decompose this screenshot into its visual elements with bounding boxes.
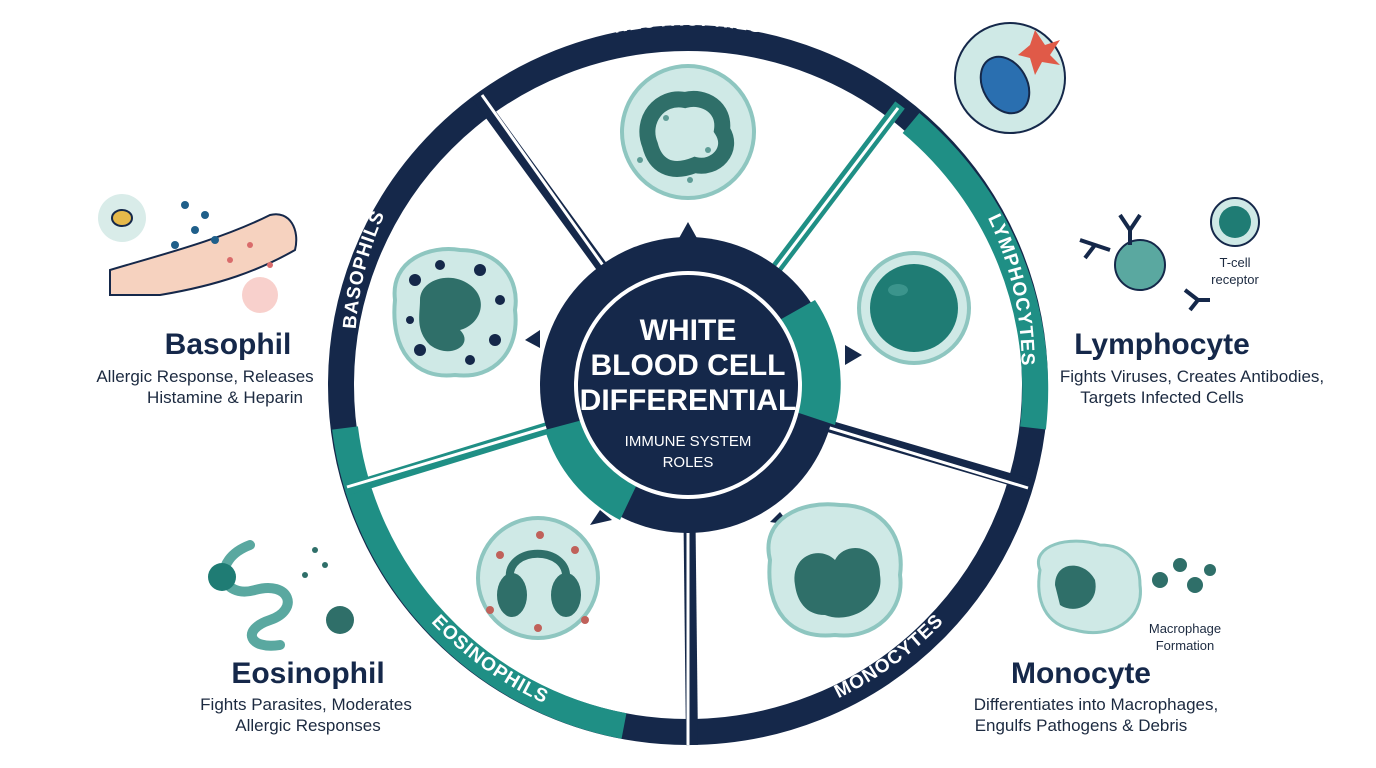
hub-title-line-2: BLOOD CELL [591,349,786,382]
eosinophil-desc-line-1: Fights Parasites, Moderates [200,695,412,714]
basophil-desc-line-2: Histamine & Heparin [147,388,303,407]
basophil-desc-line-1: Allergic Response, Releases [96,367,313,386]
monocyte-cell-icon [766,502,903,638]
macrophage-label-line-1: Macrophage [1149,621,1221,636]
hub-subtitle-line-2: ROLES [663,454,714,471]
lymphocyte-title: Lymphocyte [1074,328,1250,361]
lymphocyte-desc-line-2: Targets Infected Cells [1080,388,1243,407]
eosinophil-title: Eosinophil [231,657,384,690]
monocyte-title: Monocyte [1011,657,1151,690]
bacteria-engulf-icon [954,22,1066,134]
neutrophil-cell-icon [620,64,756,200]
macrophage-formation-icon [1036,539,1216,635]
tcell-receptor-label-line-2: receptor [1211,272,1259,287]
hub-gear [525,222,862,533]
hub-subtitle-line-1: IMMUNE SYSTEM [625,433,752,450]
ring-teal-band-right [902,113,1049,430]
virus-antibody-icon [1079,197,1260,312]
basophil-title: Basophil [165,328,292,361]
lymphocyte-cell-icon [857,251,971,365]
lymphocyte-desc-line-1: Fights Viruses, Creates Antibodies, [1060,367,1324,386]
eosinophil-cell-icon [476,516,600,640]
basophil-cell-icon [392,247,518,378]
eosinophil-desc-line-2: Allergic Responses [235,716,381,735]
monocyte-desc-line-2: Engulfs Pathogens & Debris [975,716,1188,735]
macrophage-label-line-2: Formation [1156,638,1215,653]
tcell-receptor-label-line-1: T-cell [1219,255,1250,270]
parasite-worm-icon [208,540,354,651]
monocyte-desc-line-1: Differentiates into Macrophages, [974,695,1218,714]
allergy-arm-icon [98,194,298,313]
hub-title-line-3: DIFFERENTIAL [580,384,797,417]
hub-title-line-1: WHITE [640,314,737,347]
